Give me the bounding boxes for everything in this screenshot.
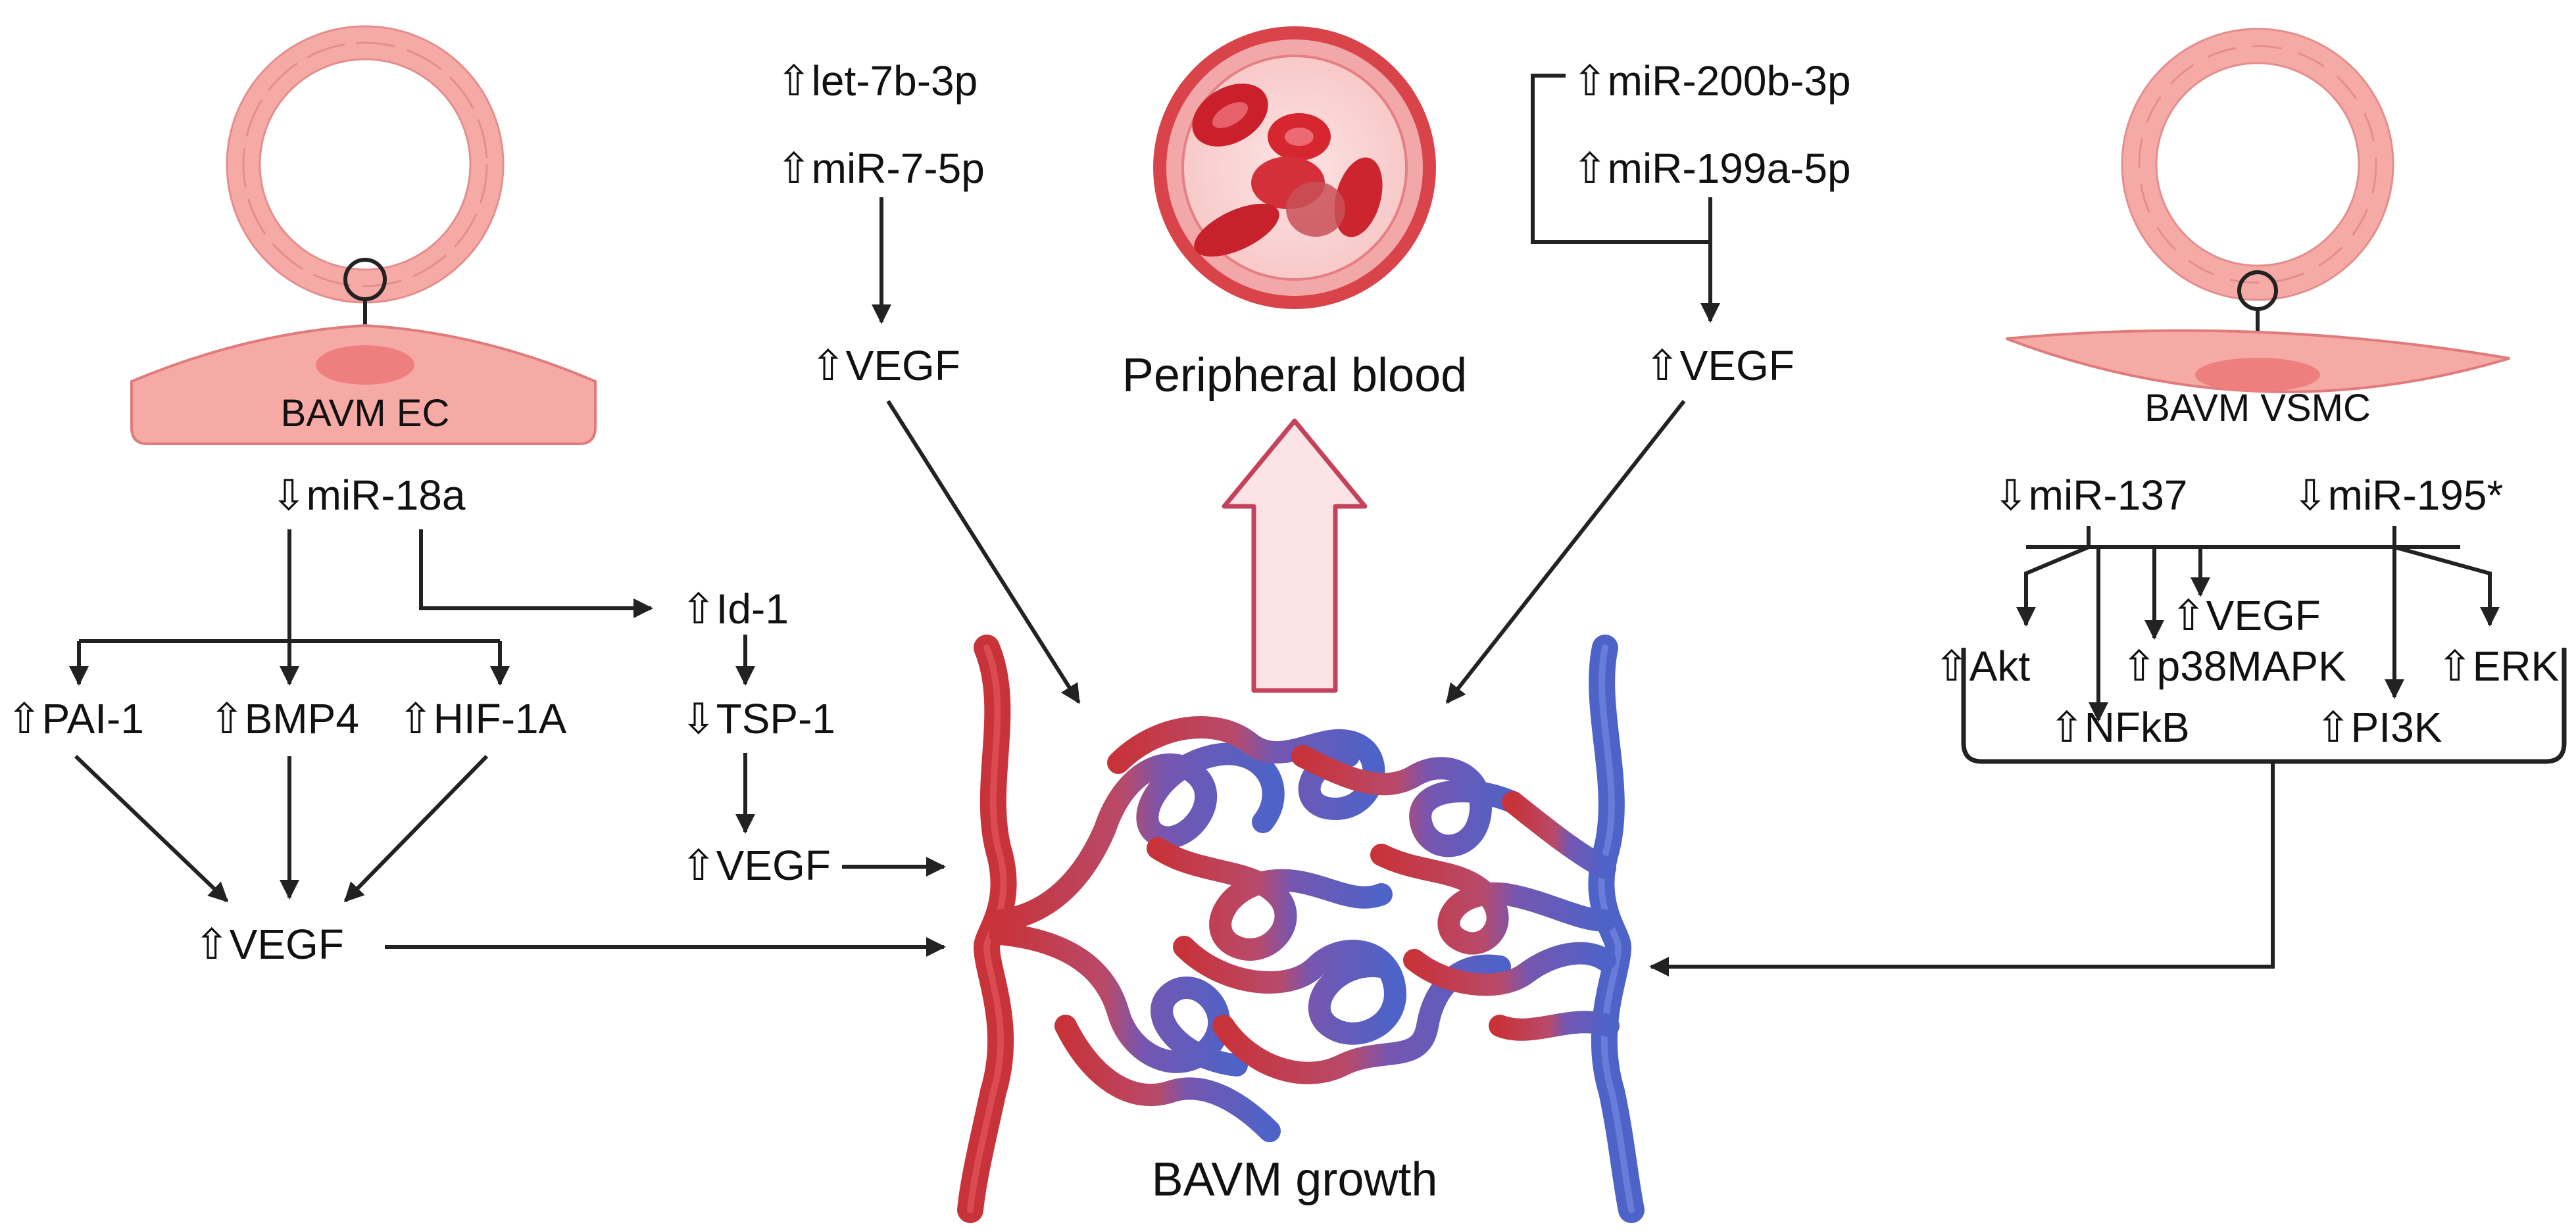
vsmc-cell-label: BAVM VSMC	[2144, 387, 2371, 429]
ec-mir18a-label: ⇩miR-18a	[271, 471, 466, 519]
mir137-label: ⇩miR-137	[1993, 471, 2187, 519]
let7b-label: ⇧let-7b-3p	[776, 57, 978, 105]
mir199a-label: ⇧miR-199a-5p	[1572, 145, 1851, 192]
erk-label: ⇧ERK	[2437, 642, 2559, 690]
ec-vegf-label: ⇧VEGF	[194, 921, 344, 968]
id1-label: ⇧Id-1	[681, 585, 789, 633]
endothelial-cell-icon	[130, 324, 597, 445]
arrow-vsmc-to-nidus	[1649, 761, 2275, 977]
pai1-label: ⇧PAI-1	[7, 695, 144, 742]
arrow-pai1-to-vegf	[74, 754, 229, 903]
arrow-right-vegf-to-nidus	[1445, 400, 1686, 704]
id1-vegf-label: ⇧VEGF	[681, 842, 831, 889]
arrow-left-vegf-to-nidus	[886, 400, 1081, 704]
mir7-label: ⇧miR-7-5p	[776, 145, 985, 192]
vsmc-vegf-label: ⇧VEGF	[2171, 592, 2321, 639]
blood-left-vegf-label: ⇧VEGF	[810, 342, 960, 389]
connector-line	[1531, 74, 1710, 244]
up-arrow-icon	[1222, 418, 1368, 693]
bracket	[1961, 648, 2567, 764]
vsmc-vessel-ring-icon	[2121, 28, 2394, 372]
bmp4-label: ⇧BMP4	[209, 695, 359, 742]
smooth-muscle-cell-icon	[2006, 329, 2510, 393]
arrow-to-id1	[419, 529, 653, 618]
peripheral-blood-label: Peripheral blood	[1122, 349, 1467, 402]
pi3k-label: ⇧PI3K	[2316, 704, 2442, 751]
mir200b-label: ⇧miR-200b-3p	[1572, 57, 1851, 105]
blood-vessel-cross-section-icon	[1153, 26, 1436, 309]
akt-label: ⇧Akt	[1934, 642, 2030, 690]
ec-vessel-ring-icon	[226, 25, 505, 358]
arrow-to-erk	[2394, 545, 2500, 627]
mir195-label: ⇩miR-195*	[2292, 471, 2503, 519]
hif1a-label: ⇧HIF-1A	[398, 695, 567, 742]
bavm-growth-label: BAVM growth	[1152, 1153, 1438, 1206]
bavm-nidus-icon	[957, 635, 1645, 1223]
blood-right-vegf-label: ⇧VEGF	[1645, 342, 1795, 389]
arrow-to-akt	[2016, 545, 2090, 627]
ec-cell-label: BAVM EC	[281, 392, 450, 435]
arrow-hif1a-to-vegf	[343, 754, 489, 903]
tsp1-label: ⇩TSP-1	[681, 695, 835, 742]
svg-text:⇩miR-18a: ⇩miR-18a	[271, 471, 466, 519]
p38mapk-label: ⇧p38MAPK	[2121, 642, 2346, 690]
nfkb-label: ⇧NFkB	[2049, 704, 2190, 751]
